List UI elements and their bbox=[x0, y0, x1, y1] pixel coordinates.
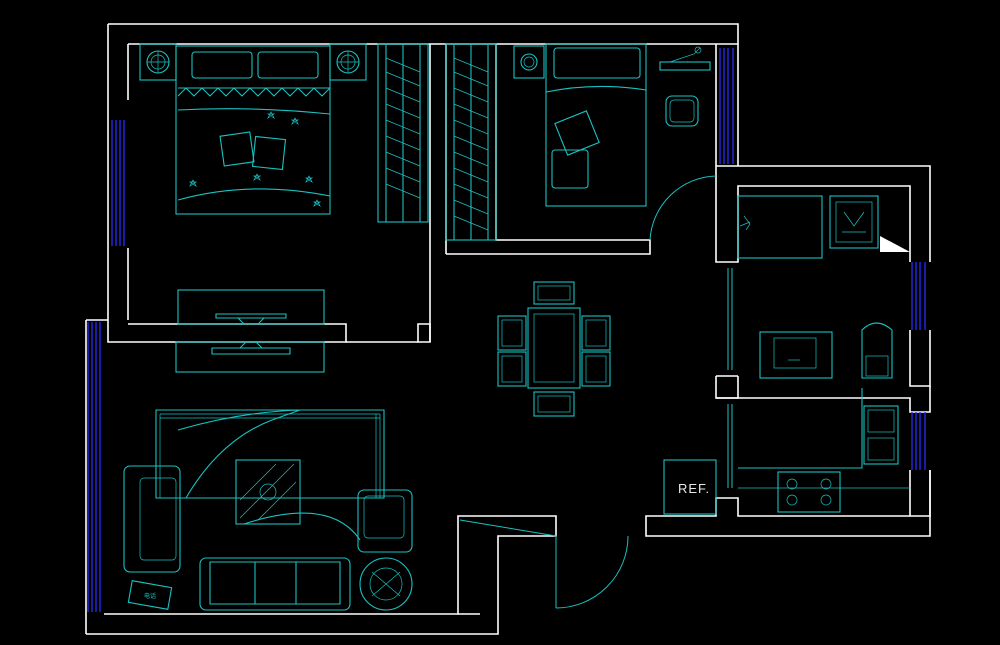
living-rug bbox=[155, 409, 385, 541]
nightstand-small bbox=[513, 45, 545, 79]
sofa bbox=[199, 557, 351, 611]
armchair-right bbox=[357, 489, 413, 553]
nightstand-left bbox=[139, 43, 177, 81]
bathroom-sink bbox=[759, 331, 833, 379]
desk-lamp bbox=[659, 46, 711, 71]
fridge: REF. bbox=[663, 459, 717, 515]
coffee-table bbox=[235, 459, 301, 525]
chair-desk bbox=[665, 95, 699, 127]
wardrobe-right bbox=[445, 43, 497, 241]
kitchen-counter bbox=[738, 388, 910, 513]
phone-table: 电话 bbox=[127, 580, 173, 610]
washing-machine bbox=[829, 195, 910, 252]
walls bbox=[85, 23, 931, 635]
armchair-left bbox=[123, 465, 181, 573]
doors bbox=[459, 175, 733, 609]
master-bed bbox=[175, 45, 331, 215]
bathtub bbox=[737, 195, 823, 259]
phone-label: 电话 bbox=[144, 592, 156, 600]
windows bbox=[87, 48, 926, 612]
toilet bbox=[861, 322, 893, 379]
side-table-round bbox=[359, 557, 413, 611]
wardrobe-left bbox=[377, 43, 429, 223]
dining-table bbox=[497, 281, 611, 417]
single-bed bbox=[545, 43, 647, 207]
tv-cabinet-bedroom bbox=[175, 289, 325, 373]
nightstand-right bbox=[329, 43, 367, 81]
fridge-label: REF. bbox=[678, 481, 710, 496]
